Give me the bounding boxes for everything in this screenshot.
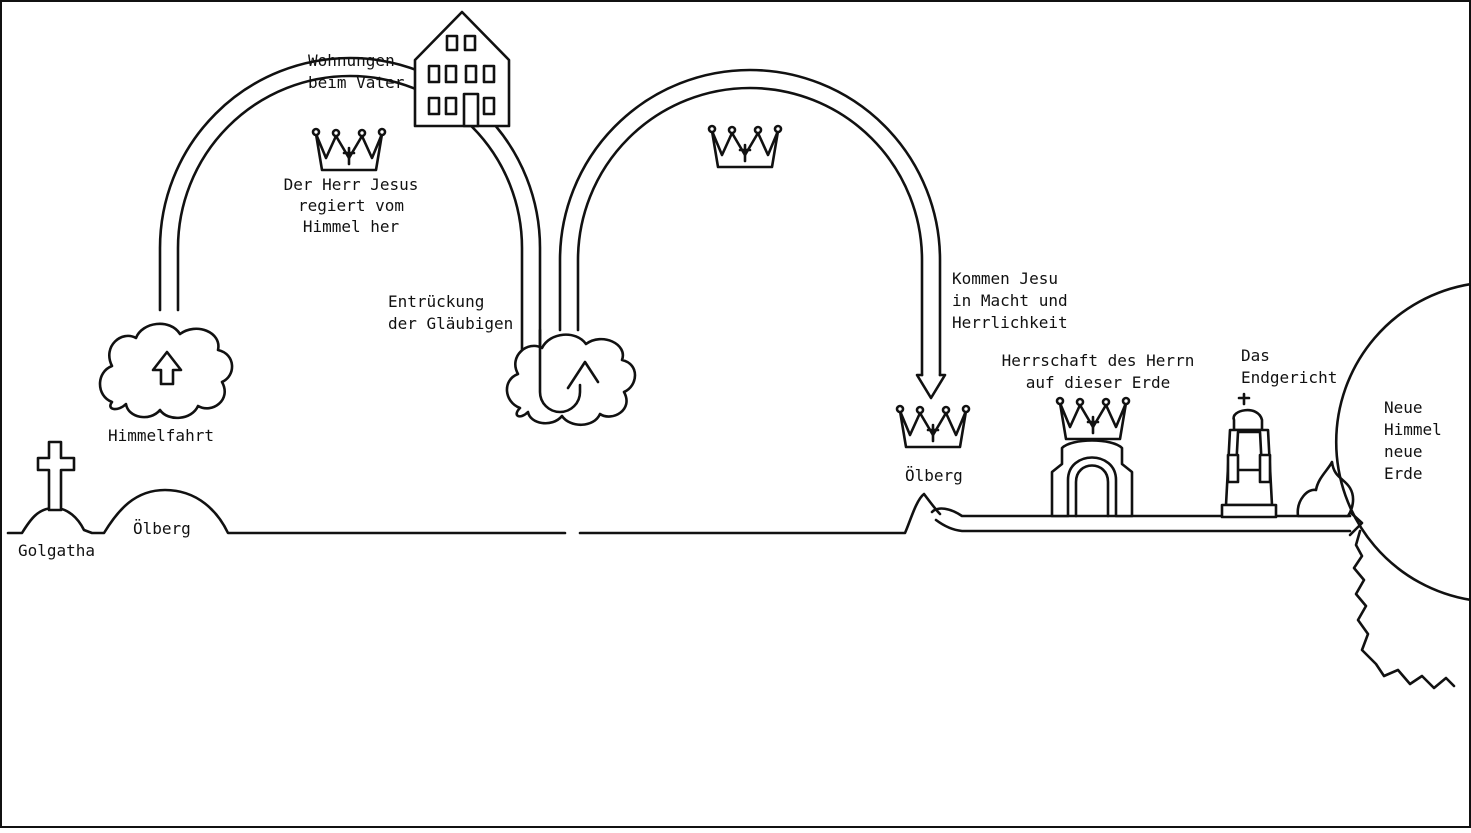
crown-icon	[1055, 396, 1131, 441]
wohnungen-label-2: beim Vater	[308, 73, 405, 92]
gate-icon	[1050, 439, 1134, 518]
return-arch	[558, 68, 947, 400]
crown-icon	[311, 127, 387, 172]
neue-himmel-label-2: Himmel	[1384, 420, 1442, 439]
kommen-jesu-label-3: Herrlichkeit	[952, 313, 1068, 332]
golgatha-label: Golgatha	[18, 541, 95, 560]
cross-icon	[36, 440, 76, 512]
kommen-jesu-label-1: Kommen Jesu	[952, 269, 1058, 288]
himmelfahrt-label: Himmelfahrt	[108, 426, 214, 445]
throne-icon	[1220, 392, 1278, 519]
herr-regiert-label-3: Himmel her	[303, 217, 400, 236]
crown-icon	[707, 124, 783, 169]
cliff-edge	[1352, 529, 1456, 690]
herr-regiert-label-1: Der Herr Jesus	[284, 175, 419, 194]
neue-himmel-label-4: Erde	[1384, 464, 1423, 483]
oelberg-left-label: Ölberg	[133, 519, 191, 538]
cloud-icon	[98, 322, 234, 420]
herrschaft-label-1: Herrschaft des Herrn	[1002, 351, 1195, 370]
oelberg-right-label: Ölberg	[905, 466, 963, 485]
fire-icon	[1296, 460, 1355, 518]
neue-himmel-label-3: neue	[1384, 442, 1423, 461]
herr-regiert-label-2: regiert vom	[298, 196, 404, 215]
endgericht-label-1: Das	[1241, 346, 1270, 365]
wohnungen-label-1: Wohnungen	[308, 51, 395, 70]
new-heaven-arc	[1335, 282, 1471, 602]
cloud-icon	[505, 328, 637, 427]
endgericht-label-2: Endgericht	[1241, 368, 1337, 387]
entrueckung-label-1: Entrückung	[388, 292, 484, 311]
ascension-arch	[158, 56, 542, 387]
house-icon	[413, 10, 511, 128]
herrschaft-label-2: auf dieser Erde	[1026, 373, 1171, 392]
kommen-jesu-label-2: in Macht und	[952, 291, 1068, 310]
arrow-up-icon	[151, 350, 183, 386]
neue-himmel-label-1: Neue	[1384, 398, 1423, 417]
crown-icon	[895, 404, 971, 449]
entrueckung-label-2: der Gläubigen	[388, 314, 513, 333]
